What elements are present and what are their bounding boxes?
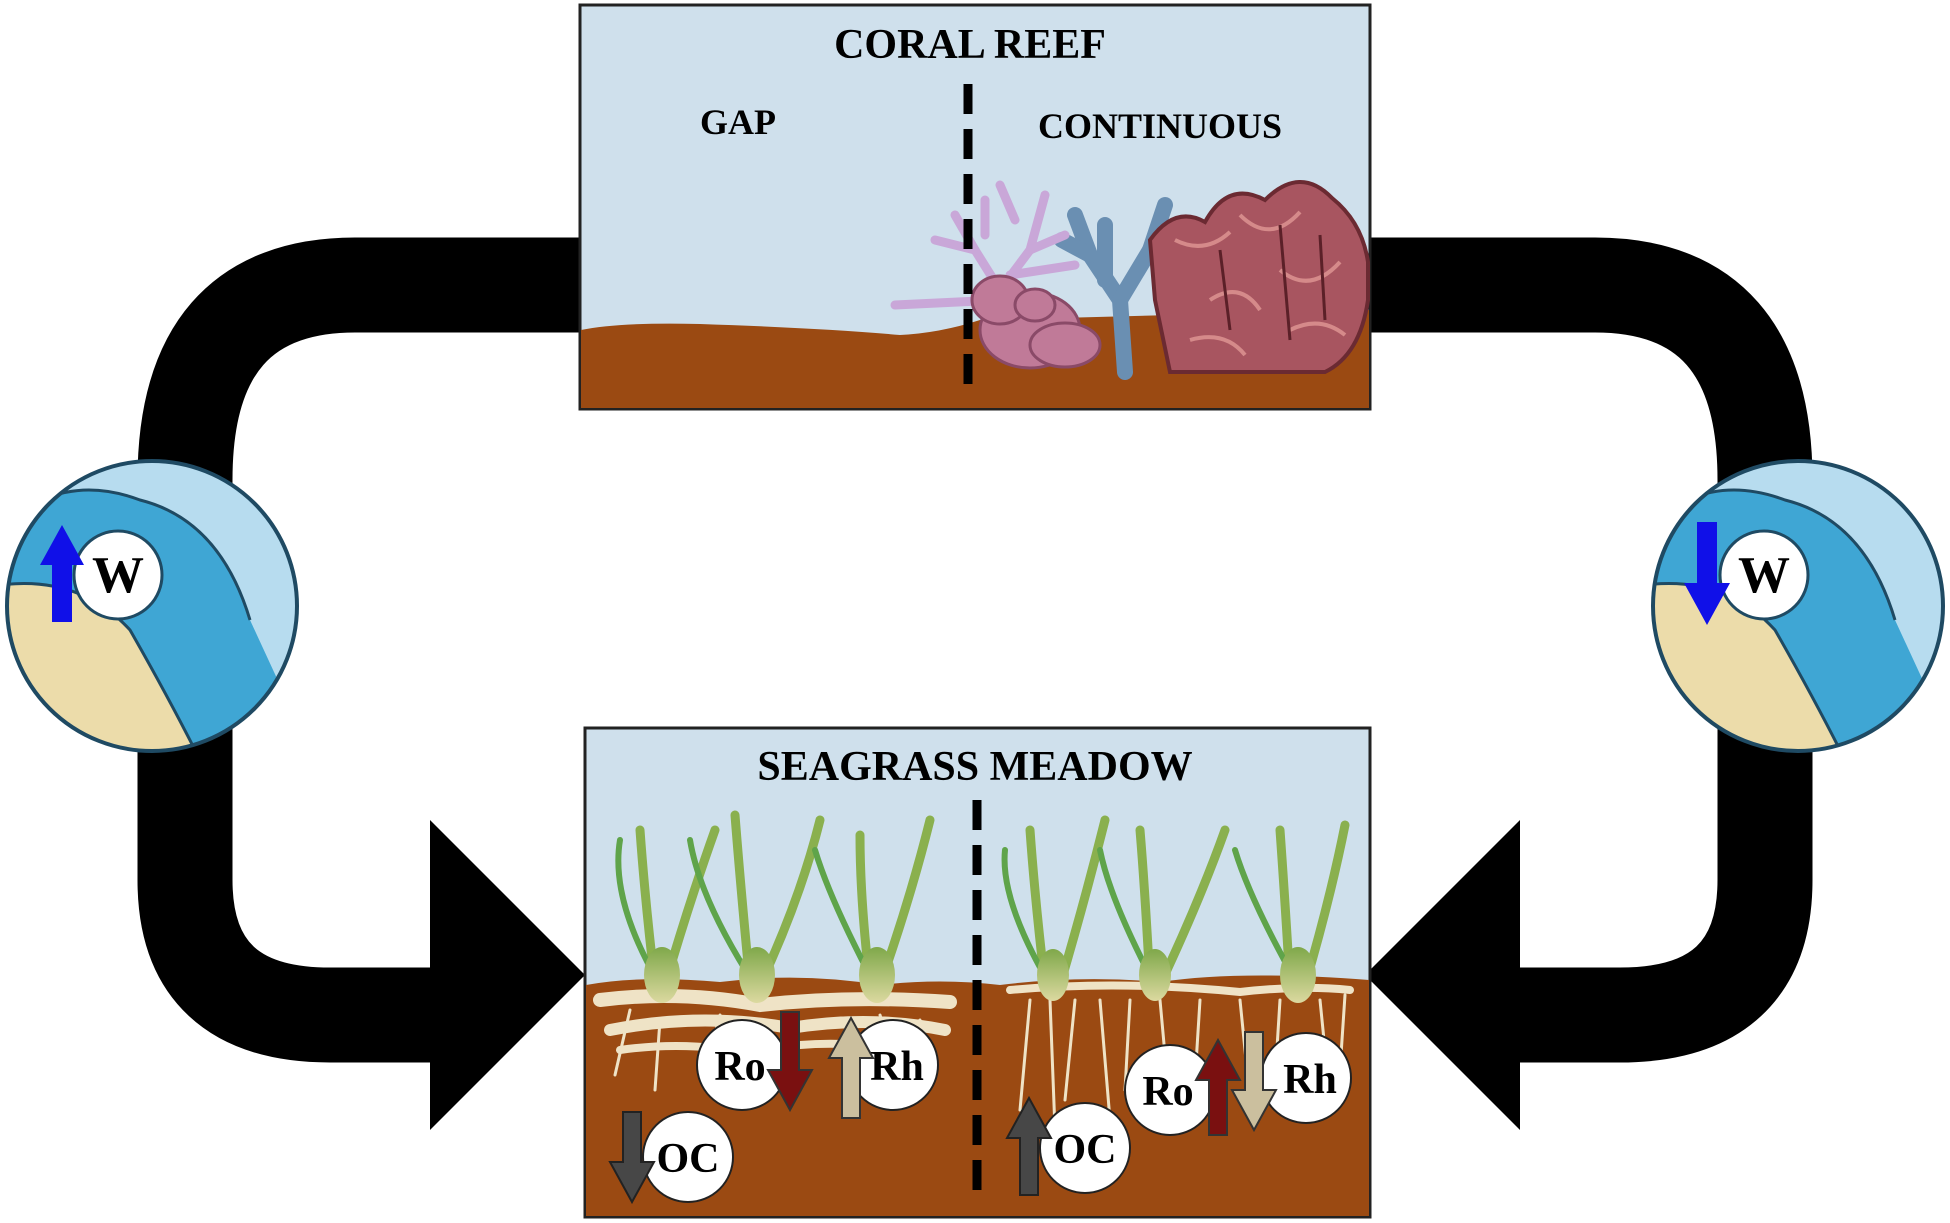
continuous-rhizomes-indicator: Rh (1230, 1031, 1352, 1133)
right-wave-badge (1718, 529, 1810, 621)
seagrass-shoots (615, 810, 1350, 1003)
left-wave-up-arrow (40, 525, 84, 622)
gap-carbon-down-arrow (608, 1111, 656, 1205)
right-wave-down-arrow (1684, 522, 1730, 625)
coral-illustration (890, 180, 1370, 380)
gap-carbon-indicator: OC (608, 1111, 734, 1205)
gap-carbon-circle (642, 1111, 734, 1203)
continuous-carbon-indicator: OC (1005, 1095, 1131, 1196)
gap-roots-indicator: Ro (696, 1011, 814, 1113)
left-wave-icon: W (5, 459, 299, 753)
gap-label: GAP (700, 102, 776, 142)
gap-rhizomes-up-arrow (827, 1015, 875, 1119)
continuous-roots-label: Ro (1142, 1069, 1193, 1115)
continuous-carbon-label: OC (1054, 1127, 1117, 1173)
continuous-rhizomes-down-arrow (1230, 1031, 1278, 1133)
gap-roots-label: Ro (714, 1044, 765, 1090)
coral-reef-title: CORAL REEF (834, 22, 1106, 68)
continuous-roots-up-arrow (1194, 1037, 1242, 1136)
seagrass-meadow-panel: SEAGRASS MEADOW Ro Rh OC Ro Rh (583, 726, 1372, 1219)
seagrass-meadow-title: SEAGRASS MEADOW (757, 744, 1192, 790)
gap-carbon-label: OC (657, 1136, 720, 1182)
right-wave-icon: W (1651, 459, 1945, 753)
continuous-roots-indicator: Ro (1124, 1037, 1242, 1136)
right-wave-label: W (1738, 547, 1790, 604)
continuous-label: CONTINUOUS (1038, 106, 1282, 146)
continuous-carbon-circle (1039, 1102, 1131, 1194)
continuous-rhizomes-label: Rh (1283, 1057, 1337, 1103)
left-wave-label: W (92, 547, 144, 604)
coral-reef-panel: CORAL REEF GAP CONTINUOUS (578, 3, 1372, 411)
continuous-carbon-up-arrow (1005, 1095, 1053, 1196)
gap-rhizomes-indicator: Rh (827, 1015, 939, 1119)
gap-rhizomes-label: Rh (870, 1044, 924, 1090)
gap-roots-down-arrow (766, 1011, 814, 1113)
left-wave-badge (72, 529, 164, 621)
